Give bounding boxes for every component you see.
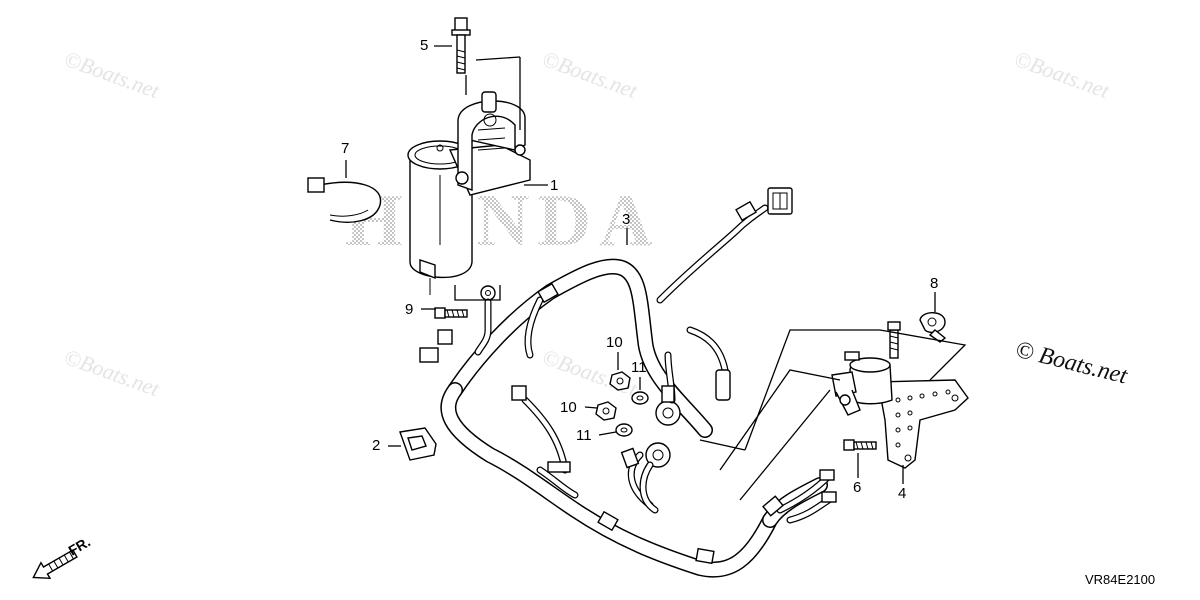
callout-7: 7 [341,140,350,157]
grommet-2 [399,427,437,461]
terminal-ring-upper [655,351,681,426]
callout-10-upper: 10 [606,334,623,351]
callout-2: 2 [372,437,381,454]
callout-9: 9 [405,301,414,318]
bolt-5 [451,17,471,74]
callout-11-upper: 11 [631,359,647,376]
harness-clamps [419,282,837,565]
terminal-ring-lower [620,442,671,514]
callout-1: 1 [550,177,559,194]
callout-6: 6 [853,479,862,496]
starter-motor [407,91,531,295]
callout-8: 8 [930,275,939,292]
honda-logo: HONDA [345,180,660,262]
callout-3: 3 [622,211,631,228]
clip-8 [919,312,947,343]
diagram-code: VR84E2100 [1085,572,1156,587]
starter-relay-assembly [831,351,969,469]
terminal-eye [474,285,496,356]
callout-5: 5 [420,37,429,54]
washer-11-upper [631,391,649,405]
nut-10-lower [595,401,617,421]
harness-branch-top [656,187,793,304]
callout-4: 4 [898,485,907,502]
screw-8 [887,321,901,359]
bolt-6 [843,439,877,451]
front-arrow-icon [32,549,78,580]
washer-11-lower [615,423,633,437]
harness-tube [440,258,828,578]
bolt-9 [434,307,468,319]
callout-10-lower: 10 [560,399,577,416]
band-7 [307,177,382,223]
nut-10-upper [609,371,631,391]
callout-11-lower: 11 [576,427,592,444]
